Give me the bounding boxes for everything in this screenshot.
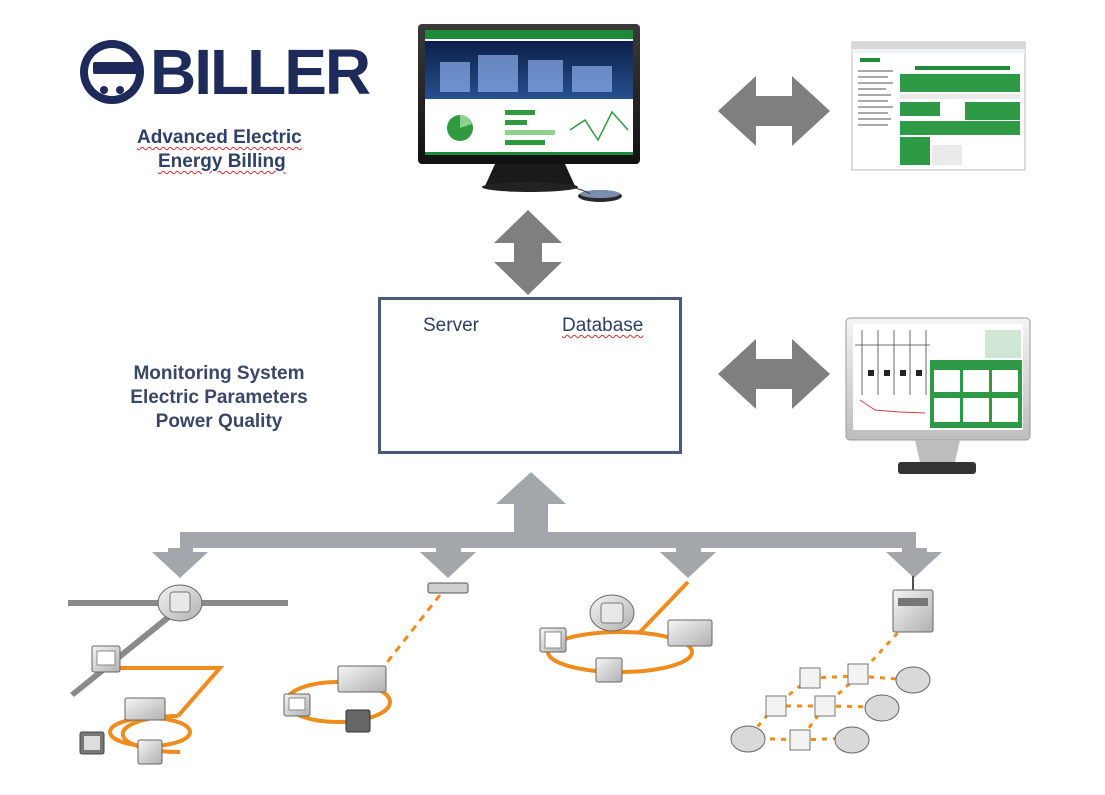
biller-logo-icon: [80, 40, 144, 104]
monitoring-monitor-icon: [845, 317, 1031, 474]
database-label: Database: [562, 315, 644, 336]
billing-monitor-icon: [418, 24, 640, 202]
device-group-2-icon: [283, 582, 469, 733]
double-arrow-horizontal-middle-icon: [718, 339, 830, 409]
server-label: Server: [423, 315, 479, 336]
server-database-box: [378, 297, 682, 454]
double-arrow-horizontal-top-icon: [718, 76, 830, 146]
logo-wordmark: BILLER: [150, 36, 371, 108]
tagline-line1: Advanced Electric: [137, 127, 302, 148]
device-group-1-icon: [68, 584, 288, 765]
tagline-line2: Energy Billing: [158, 151, 286, 172]
billing-report-icon: [851, 41, 1026, 171]
device-group-4-icon: [730, 576, 934, 754]
monitoring-line1: Monitoring System: [133, 363, 305, 384]
double-arrow-vertical-icon: [494, 210, 562, 295]
device-group-3-icon: [539, 580, 713, 683]
monitoring-line2: Electric Parameters: [130, 387, 308, 408]
monitoring-line3: Power Quality: [155, 411, 283, 432]
bus-arrows-icon: [152, 472, 942, 578]
